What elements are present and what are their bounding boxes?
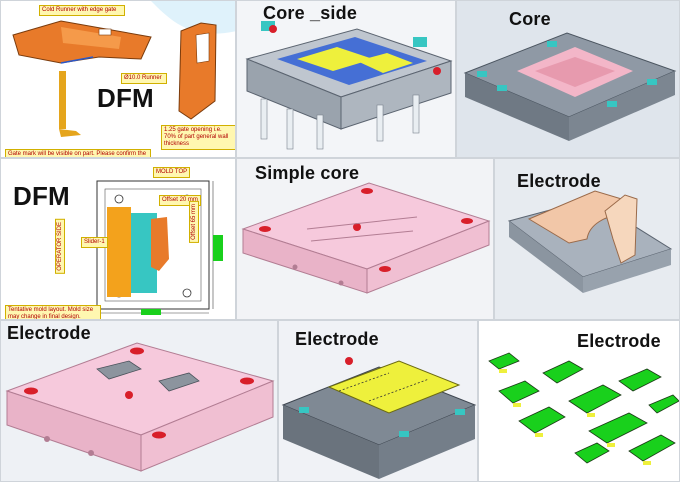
label-tentative-layout: Tentative mold layout. Mold size may cha… — [5, 305, 101, 319]
electrode-3-title: Electrode — [295, 329, 379, 349]
panel-simple-core: Simple core — [236, 158, 494, 320]
electrode-1-drawing — [507, 190, 673, 293]
note-gate-opening: 1.25 gate opening i.e. 70% of part gener… — [161, 125, 235, 150]
core-title: Core — [509, 9, 551, 29]
panel-electrode-4: Electrode — [478, 320, 680, 482]
panel-core: Core — [456, 0, 680, 158]
panel-core-side: Core _side — [236, 0, 456, 158]
dfm-gate-drawing — [1, 1, 235, 157]
electrode-1-title: Electrode — [517, 171, 601, 191]
simple-core-drawing — [241, 182, 491, 294]
panel-electrode-1: Electrode — [494, 158, 680, 320]
runner-sprue — [59, 56, 94, 137]
note-cold-runner: Cold Runner with edge gate — [39, 5, 125, 16]
note-gate-mark: Gate mark will be visible on part. Pleas… — [5, 149, 151, 157]
panel-dfm-layout: DFM MOLD TOP OPERATOR SIDE Slider-1 Offs… — [0, 158, 236, 320]
core-drawing — [463, 32, 677, 141]
panel-dfm-gate: DFM Cold Runner with edge gate Ø10.0 Run… — [0, 0, 236, 158]
part-orange-right — [178, 22, 217, 120]
dfm-title: DFM — [97, 83, 154, 113]
electrode-4-drawing — [488, 352, 679, 465]
panel-electrode-3: Electrode — [278, 320, 478, 482]
electrode-2-drawing — [5, 342, 275, 472]
label-offset-20: Offset 20 mm — [159, 195, 201, 206]
label-operator-side: OPERATOR SIDE — [55, 219, 65, 274]
electrode-4-title: Electrode — [577, 331, 661, 351]
part-orange-left — [12, 20, 152, 64]
core-side-drawing — [245, 21, 453, 150]
note-runner-dia: Ø10.0 Runner — [121, 73, 167, 84]
label-offset-65: Offset 65 mm — [189, 201, 199, 243]
label-slider: Slider-1 — [81, 237, 108, 248]
core-side-title: Core _side — [263, 3, 358, 23]
dfm-layout-title: DFM — [13, 181, 70, 211]
label-mold-top: MOLD TOP — [153, 167, 191, 178]
electrode-3-drawing — [281, 357, 477, 479]
electrode-2-title: Electrode — [7, 323, 91, 343]
panel-electrode-2: Electrode — [0, 320, 278, 482]
simple-core-title: Simple core — [255, 163, 360, 183]
